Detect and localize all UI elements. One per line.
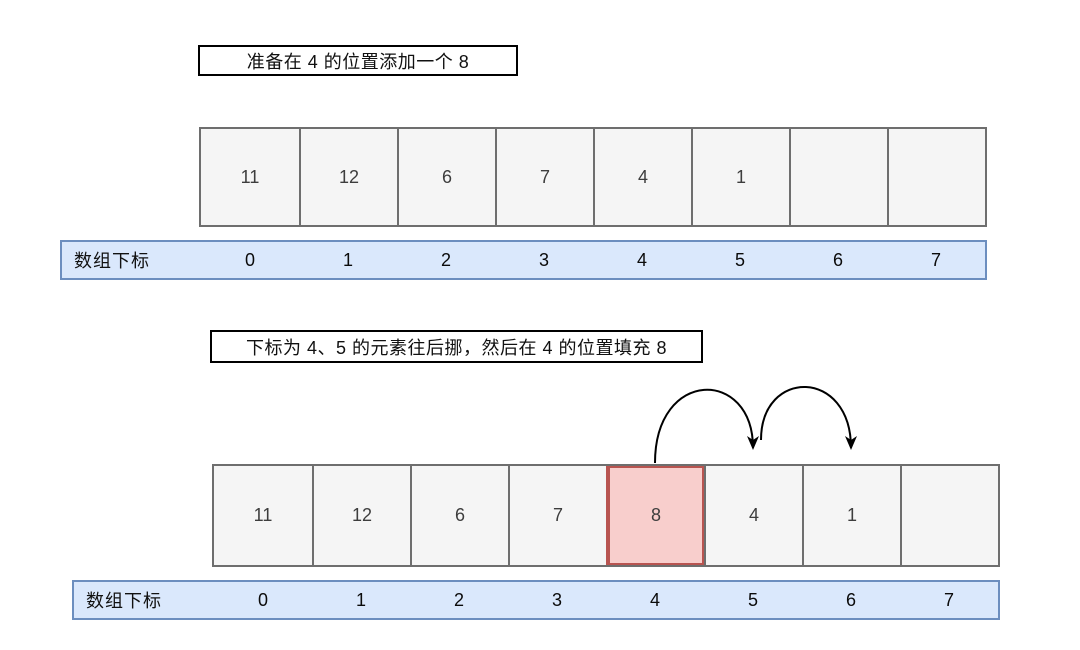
array-cell-4: 4 (593, 129, 691, 225)
array-cell-7 (887, 129, 985, 225)
index-number-1: 1 (355, 589, 366, 610)
index-number-2: 2 (440, 249, 451, 270)
index-number-4: 4 (636, 249, 647, 270)
index-numbers-step2: 0 1 2 3 4 5 6 7 (214, 590, 998, 611)
array-cell-2: 6 (397, 129, 495, 225)
array-cell-6: 1 (802, 466, 900, 565)
array-cell-7 (900, 466, 998, 565)
index-number-5: 5 (734, 249, 745, 270)
move-arrow-5-to-6 (760, 386, 857, 450)
index-number-1: 1 (342, 249, 353, 270)
index-number-4: 4 (649, 589, 660, 610)
array-cell-5: 4 (704, 466, 802, 565)
index-number-5: 5 (747, 589, 758, 610)
array-cell-6 (789, 129, 887, 225)
index-numbers-step1: 0 1 2 3 4 5 6 7 (201, 250, 985, 271)
index-number-3: 3 (551, 589, 562, 610)
index-number-0: 0 (257, 589, 268, 610)
array-cell-1: 12 (299, 129, 397, 225)
index-bar-step1: 数组下标 0 1 2 3 4 5 6 7 (60, 240, 987, 280)
array-cell-0: 11 (201, 129, 299, 225)
array-cell-0: 11 (214, 466, 312, 565)
array-cell-3: 7 (495, 129, 593, 225)
index-number-0: 0 (244, 249, 255, 270)
index-number-6: 6 (845, 589, 856, 610)
index-number-2: 2 (453, 589, 464, 610)
index-number-7: 7 (930, 249, 941, 270)
array-cell-5: 1 (691, 129, 789, 225)
array-cell-3: 7 (508, 466, 606, 565)
index-bar-label: 数组下标 (74, 251, 150, 271)
index-bar-step2: 数组下标 0 1 2 3 4 5 6 7 (72, 580, 1000, 620)
step2-title: 下标为 4、5 的元素往后挪，然后在 4 的位置填充 8 (210, 330, 703, 363)
index-bar-label: 数组下标 (86, 591, 162, 611)
index-number-7: 7 (943, 589, 954, 610)
index-number-6: 6 (832, 249, 843, 270)
index-number-3: 3 (538, 249, 549, 270)
array-cell-2: 6 (410, 466, 508, 565)
array-cell-1: 12 (312, 466, 410, 565)
move-arrow-4-to-5 (654, 388, 759, 464)
step1-title: 准备在 4 的位置添加一个 8 (198, 45, 518, 76)
array-cell-4-inserted: 8 (606, 466, 704, 565)
